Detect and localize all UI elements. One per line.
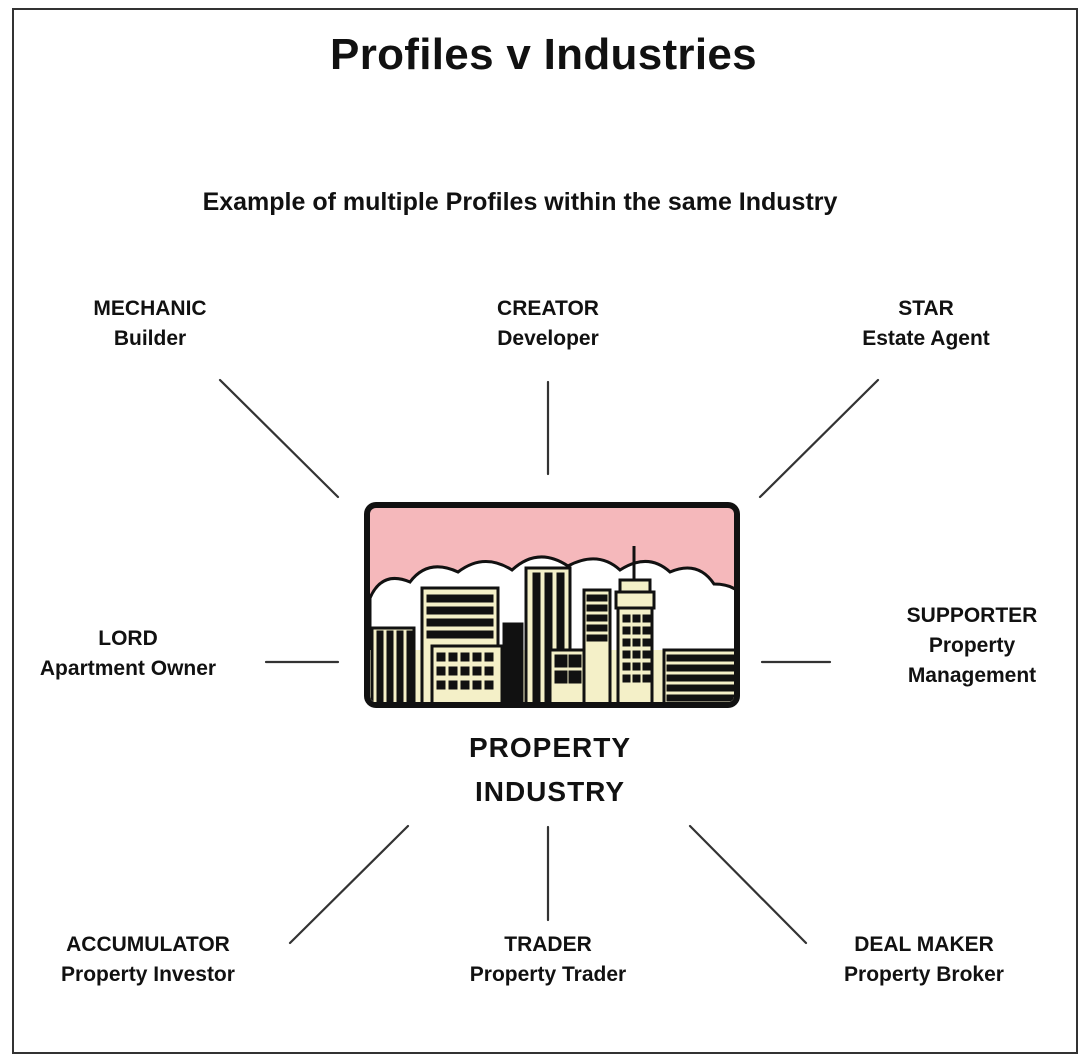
center-industry-label: PROPERTY INDUSTRY bbox=[400, 726, 700, 814]
profile-node-accumulator: ACCUMULATOR Property Investor bbox=[38, 930, 258, 990]
profile-role: Estate Agent bbox=[862, 327, 990, 350]
profile-role-line2: Management bbox=[907, 664, 1037, 687]
diagram-subtitle: Example of multiple Profiles within the … bbox=[202, 188, 838, 216]
profile-role: Developer bbox=[497, 327, 599, 350]
connector-accumulator bbox=[288, 824, 410, 945]
connector-deal-maker bbox=[688, 824, 808, 945]
connector-mechanic bbox=[218, 378, 340, 499]
connector-star bbox=[758, 378, 880, 499]
profile-name: LORD bbox=[98, 627, 158, 650]
diagram-title: Profiles v Industries bbox=[330, 30, 757, 79]
profile-node-supporter: SUPPORTER Property Management bbox=[872, 601, 1072, 691]
profile-name: CREATOR bbox=[497, 297, 599, 320]
profile-name: DEAL MAKER bbox=[854, 933, 994, 956]
city-skyline-icon bbox=[364, 502, 740, 708]
profile-role: Apartment Owner bbox=[39, 657, 217, 680]
profile-name: ACCUMULATOR bbox=[66, 933, 230, 956]
profile-node-creator: CREATOR Developer bbox=[448, 294, 648, 354]
profile-name: TRADER bbox=[504, 933, 592, 956]
profile-role: Property Broker bbox=[844, 963, 1004, 986]
profile-node-mechanic: MECHANIC Builder bbox=[50, 294, 250, 354]
profile-name: SUPPORTER bbox=[906, 604, 1038, 627]
center-label-line2: INDUSTRY bbox=[474, 776, 626, 807]
profile-node-deal-maker: DEAL MAKER Property Broker bbox=[814, 930, 1034, 990]
profile-node-trader: TRADER Property Trader bbox=[438, 930, 658, 990]
profile-role: Property Investor bbox=[61, 963, 235, 986]
profile-node-star: STAR Estate Agent bbox=[826, 294, 1026, 354]
center-label-line1: PROPERTY bbox=[468, 732, 632, 763]
profile-name: STAR bbox=[898, 297, 954, 320]
profile-name: MECHANIC bbox=[93, 297, 207, 320]
profile-node-lord: LORD Apartment Owner bbox=[18, 624, 238, 684]
profile-role: Property bbox=[928, 634, 1016, 657]
profile-role: Property Trader bbox=[469, 963, 627, 986]
profile-role: Builder bbox=[113, 327, 187, 350]
